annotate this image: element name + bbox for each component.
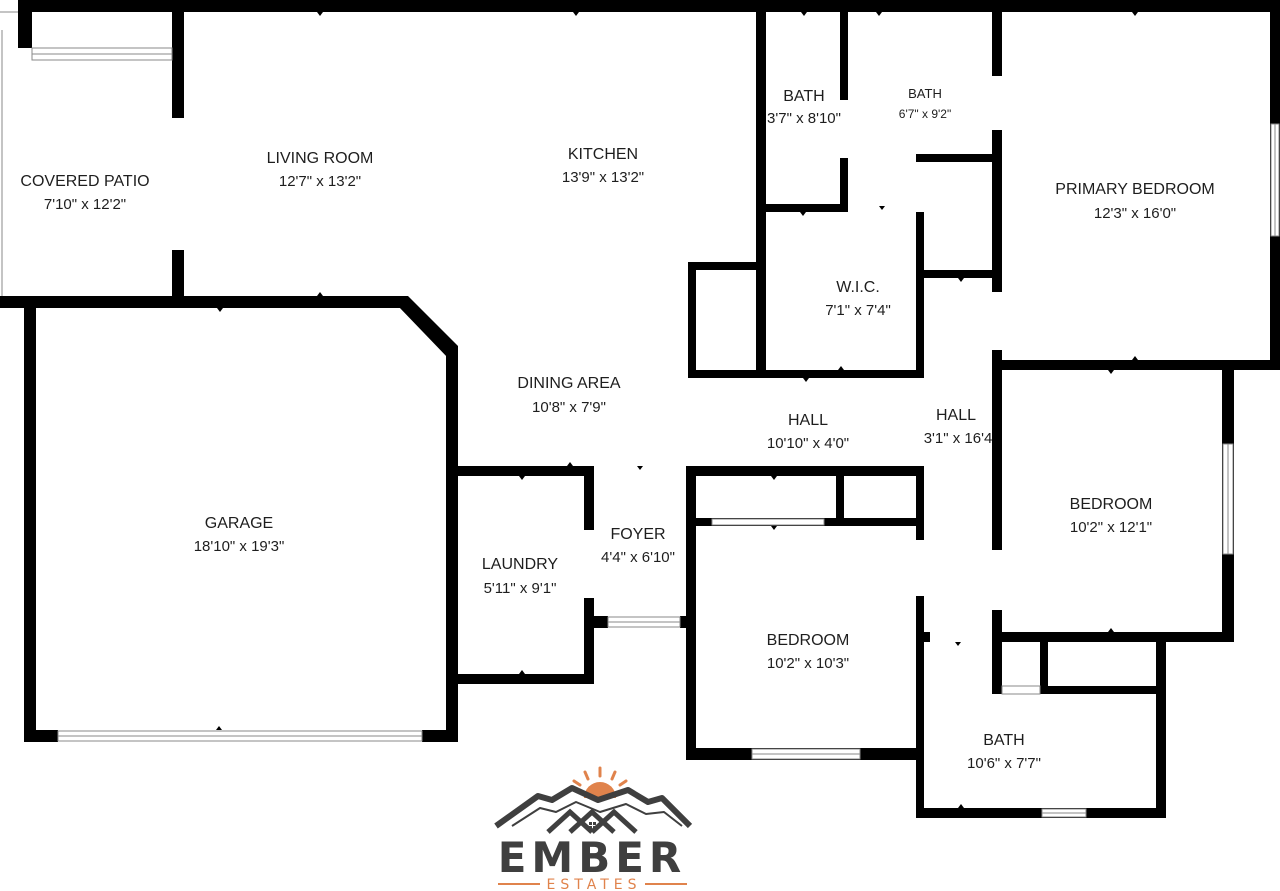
room-dim-hall-2: 3'1" x 16'4 bbox=[924, 430, 993, 447]
room-dim-garage: 18'10" x 19'3" bbox=[194, 538, 285, 555]
room-dim-covered-patio: 7'10" x 12'2" bbox=[44, 196, 126, 213]
room-name-laundry: LAUNDRY bbox=[482, 556, 559, 573]
room-name-foyer: FOYER bbox=[610, 526, 665, 543]
windows bbox=[0, 11, 1280, 818]
room-dim-bath-3: 10'6" x 7'7" bbox=[967, 755, 1041, 772]
room-dim-kitchen: 13'9" x 13'2" bbox=[562, 169, 644, 186]
walls bbox=[0, 0, 1280, 818]
logo-wordmark: EMBER bbox=[498, 833, 687, 882]
room-name-living-room: LIVING ROOM bbox=[267, 150, 374, 167]
logo-subtitle: ESTATES bbox=[547, 877, 642, 891]
room-dim-hall-1: 10'10" x 4'0" bbox=[767, 435, 849, 452]
room-labels: COVERED PATIO 7'10" x 12'2" LIVING ROOM … bbox=[20, 86, 1214, 772]
room-dim-living-room: 12'7" x 13'2" bbox=[279, 173, 361, 190]
room-name-dining-area: DINING AREA bbox=[517, 375, 620, 392]
sun-over-mountains-houses-icon bbox=[494, 766, 693, 834]
room-dim-bath-1: 3'7" x 8'10" bbox=[767, 110, 841, 127]
room-name-wic: W.I.C. bbox=[836, 279, 880, 296]
room-name-bath-3: BATH bbox=[983, 732, 1024, 749]
room-name-hall-1: HALL bbox=[788, 412, 828, 429]
room-dim-dining-area: 10'8" x 7'9" bbox=[532, 399, 606, 416]
room-name-covered-patio: COVERED PATIO bbox=[20, 173, 149, 190]
room-name-bedroom-3: BEDROOM bbox=[767, 632, 850, 649]
room-name-bath-1: BATH bbox=[783, 88, 824, 105]
room-name-bath-2: BATH bbox=[908, 86, 942, 101]
room-name-hall-2: HALL bbox=[936, 407, 976, 424]
room-dim-laundry: 5'11" x 9'1" bbox=[484, 580, 557, 597]
room-dim-bedroom-2: 10'2" x 12'1" bbox=[1070, 519, 1152, 536]
ember-estates-logo: EMBER ESTATES bbox=[494, 766, 693, 891]
room-dim-primary-bedroom: 12'3" x 16'0" bbox=[1094, 205, 1176, 222]
room-dim-bath-2: 6'7" x 9'2" bbox=[899, 107, 951, 121]
room-dim-bedroom-3: 10'2" x 10'3" bbox=[767, 655, 849, 672]
room-name-kitchen: KITCHEN bbox=[568, 146, 638, 163]
room-name-primary-bedroom: PRIMARY BEDROOM bbox=[1055, 181, 1214, 198]
room-name-bedroom-2: BEDROOM bbox=[1070, 496, 1153, 513]
room-dim-wic: 7'1" x 7'4" bbox=[825, 302, 891, 319]
dimension-ticks bbox=[216, 12, 1138, 808]
room-dim-foyer: 4'4" x 6'10" bbox=[601, 549, 675, 566]
room-name-garage: GARAGE bbox=[205, 515, 273, 532]
